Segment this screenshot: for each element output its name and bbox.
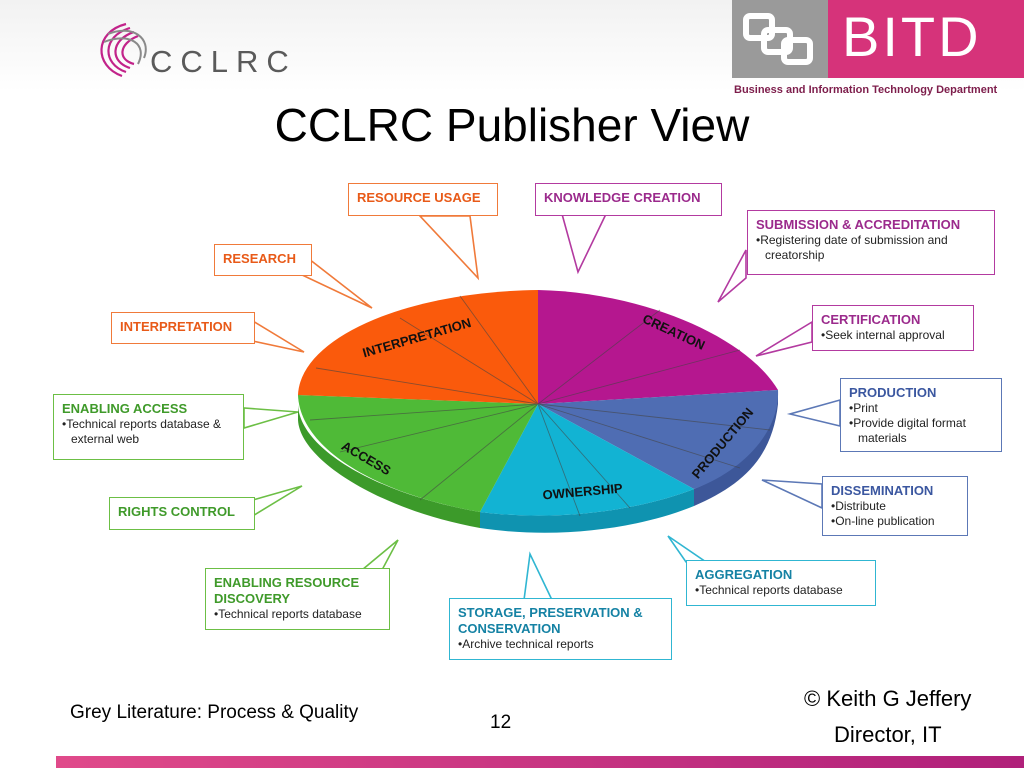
pie-side-cyan [480, 489, 694, 533]
bitd-logo: BITD [732, 0, 1024, 78]
callout-bullet: Technical reports database [695, 583, 867, 598]
callout-title: RESEARCH [223, 251, 296, 266]
resource-usage-pointer [418, 215, 480, 281]
callout-bullet: Archive technical reports [458, 637, 663, 652]
callout-title: ENABLING RESOURCE DISCOVERY [214, 575, 360, 606]
knowledge-creation-pointer [560, 213, 608, 275]
pie-sector-production [538, 390, 779, 489]
dissemination-pointer [761, 479, 823, 510]
pie-sector-interpretation [298, 290, 538, 404]
callout-bullet: Technical reports database [214, 607, 381, 622]
production-pointer [786, 398, 841, 428]
callout-title: CERTIFICATION [821, 312, 921, 327]
callout-rights-control: RIGHTS CONTROL [109, 497, 255, 530]
footer-role: Director, IT [834, 722, 942, 747]
callout-aggregation: AGGREGATION Technical reports database [686, 560, 876, 606]
callout-interpretation: INTERPRETATION [111, 312, 255, 344]
page-number: 12 [490, 712, 512, 733]
footer-copyright: © Keith G Jeffery [804, 686, 972, 711]
callout-title: INTERPRETATION [120, 319, 233, 334]
callout-title: PRODUCTION [849, 385, 937, 400]
callout-bullet: On-line publication [831, 514, 959, 529]
callout-submission: SUBMISSION & ACCREDITATION Registering d… [747, 210, 995, 275]
callout-certification: CERTIFICATION Seek internal approval [812, 305, 974, 351]
pie-sector-creation [538, 290, 778, 404]
pie-top: INTERPRETATION CREATION PRODUCTION OWNER… [298, 290, 779, 517]
callout-production: PRODUCTION Print Provide digital format … [840, 378, 1002, 452]
callout-knowledge-creation: KNOWLEDGE CREATION [535, 183, 722, 216]
cclrc-swirl-logo-icon [100, 22, 147, 78]
callout-dissemination: DISSEMINATION Distribute On-line publica… [822, 476, 968, 536]
callout-title: DISSEMINATION [831, 483, 934, 498]
slide-title: CCLRC Publisher View [274, 99, 750, 151]
aggregation-pointer [667, 535, 709, 563]
footer-left-text: Grey Literature: Process & Quality [70, 702, 359, 723]
callout-title: KNOWLEDGE CREATION [544, 190, 701, 205]
callout-bullet: Provide digital format materials [849, 416, 993, 446]
callout-storage: STORAGE, PRESERVATION & CONSERVATION Arc… [449, 598, 672, 660]
callout-bullet: Registering date of submission and creat… [756, 233, 986, 263]
callout-title: RESOURCE USAGE [357, 190, 481, 205]
callout-bullet: Technical reports database & external we… [62, 417, 235, 447]
callout-title: RIGHTS CONTROL [118, 504, 235, 519]
certification-pointer [755, 320, 813, 357]
bitd-subtitle: Business and Information Technology Depa… [734, 84, 998, 96]
pie-side-blue [694, 390, 778, 506]
callout-title: SUBMISSION & ACCREDITATION [756, 217, 961, 232]
pie-sector-access [298, 395, 538, 512]
enabling-discovery-pointer [359, 539, 399, 571]
bitd-logo-text: BITD [842, 5, 982, 68]
callout-bullet: Seek internal approval [821, 328, 965, 343]
callout-enabling-resource-discovery: ENABLING RESOURCE DISCOVERY Technical re… [205, 568, 390, 630]
callout-bullet: Print [849, 401, 993, 416]
callout-title: ENABLING ACCESS [62, 401, 188, 416]
cclrc-logo-text: CCLRC [150, 44, 297, 79]
bitd-logo-grey-block [732, 0, 828, 78]
submission-pointer [717, 249, 747, 303]
pie-side-green [298, 405, 480, 528]
callout-title: STORAGE, PRESERVATION & CONSERVATION [458, 605, 643, 636]
bottom-accent-bar [56, 756, 1024, 768]
callout-research: RESEARCH [214, 244, 312, 276]
interpretation-pointer [247, 316, 305, 353]
storage-pointer [523, 551, 554, 601]
pie-label-ownership: OWNERSHIP [542, 481, 624, 503]
callout-resource-usage: RESOURCE USAGE [348, 183, 498, 216]
linked-squares-icon [743, 13, 813, 65]
callout-enabling-access: ENABLING ACCESS Technical reports databa… [53, 394, 244, 460]
callout-title: AGGREGATION [695, 567, 793, 582]
bitd-logo-pink-block [828, 0, 1024, 78]
callout-bullet: Distribute [831, 499, 959, 514]
enabling-access-pointer [243, 407, 299, 430]
